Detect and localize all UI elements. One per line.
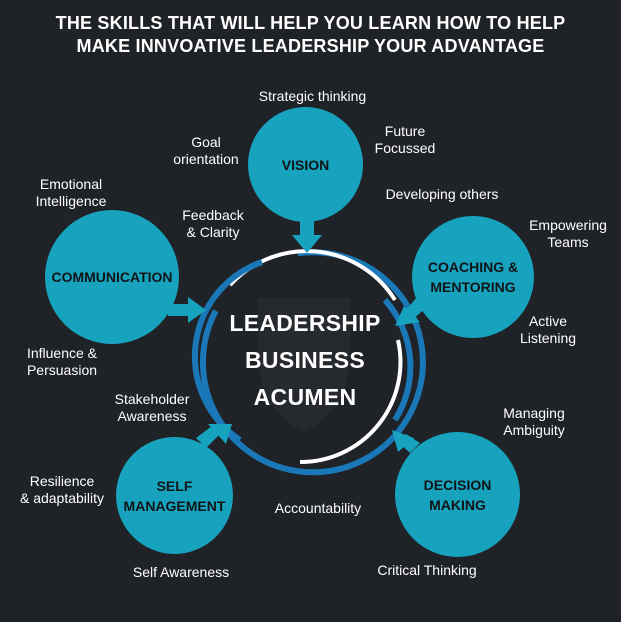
center-line-2: BUSINESS bbox=[245, 347, 365, 373]
pillar-coaching-line-1: COACHING & bbox=[427, 259, 519, 275]
pillar-coaching-line-2: MENTORING bbox=[430, 279, 516, 295]
skill-self-awareness: Self Awareness bbox=[132, 564, 230, 580]
skill-feedback-clarity: Feedback & Clarity bbox=[182, 207, 244, 240]
center-line-3: ACUMEN bbox=[253, 384, 357, 410]
pillar-decision: DECISION MAKING bbox=[395, 432, 520, 557]
skill-strategic-thinking: Strategic thinking bbox=[258, 88, 367, 104]
title-line-2: MAKE INNVOATIVE LEADERSHIP YOUR ADVANTAG… bbox=[76, 36, 545, 56]
skill-accountability: Accountability bbox=[274, 500, 362, 516]
pillar-self-line-1: SELF bbox=[156, 477, 193, 494]
title-line-1: THE SKILLS THAT WILL HELP YOU LEARN HOW … bbox=[55, 13, 566, 33]
skill-emotional-intelligence: Emotional Intelligence bbox=[35, 176, 107, 209]
outer-ring-arc-right bbox=[382, 298, 414, 422]
center-line-1: LEADERSHIP bbox=[229, 310, 381, 336]
skill-developing-others: Developing others bbox=[385, 186, 499, 202]
pillar-communication: COMMUNICATION bbox=[45, 210, 179, 344]
outer-ring-arc bbox=[199, 249, 426, 476]
skill-empowering-teams: Empowering Teams bbox=[529, 217, 607, 250]
skill-critical-thinking: Critical Thinking bbox=[377, 562, 477, 578]
arrow-self bbox=[196, 424, 232, 448]
skill-active-listening: Active Listening bbox=[519, 313, 577, 346]
inner-ring-arc bbox=[228, 249, 397, 302]
skill-future-focussed: Future Focussed bbox=[374, 123, 436, 156]
pillar-vision-label: VISION bbox=[281, 156, 330, 173]
skill-resilience-adaptability: Resilience & adaptability bbox=[19, 473, 105, 506]
inner-ring-arc-lower bbox=[299, 339, 403, 465]
skill-managing-ambiguity: Managing Ambiguity bbox=[503, 405, 565, 438]
left-blue-arc bbox=[191, 259, 263, 443]
pillar-coaching: COACHING & MENTORING bbox=[412, 216, 534, 338]
pillar-vision: VISION bbox=[248, 107, 363, 222]
center-label: LEADERSHIP BUSINESS ACUMEN bbox=[205, 305, 405, 416]
diagram-title: THE SKILLS THAT WILL HELP YOU LEARN HOW … bbox=[0, 12, 621, 58]
pillar-decision-line-1: DECISION bbox=[423, 476, 492, 493]
shield-watermark bbox=[258, 298, 350, 432]
skill-goal-orientation: Goal orientation bbox=[173, 134, 239, 167]
skill-stakeholder-awareness: Stakeholder Awareness bbox=[114, 391, 190, 424]
pillar-self-line-2: MANAGEMENT bbox=[123, 497, 226, 514]
pillar-self: SELF MANAGEMENT bbox=[116, 437, 233, 554]
arrow-communication bbox=[168, 297, 206, 323]
pillar-decision-line-2: MAKING bbox=[429, 496, 486, 513]
pillar-communication-label: COMMUNICATION bbox=[51, 269, 173, 285]
skill-influence-persuasion: Influence & Persuasion bbox=[26, 345, 98, 378]
